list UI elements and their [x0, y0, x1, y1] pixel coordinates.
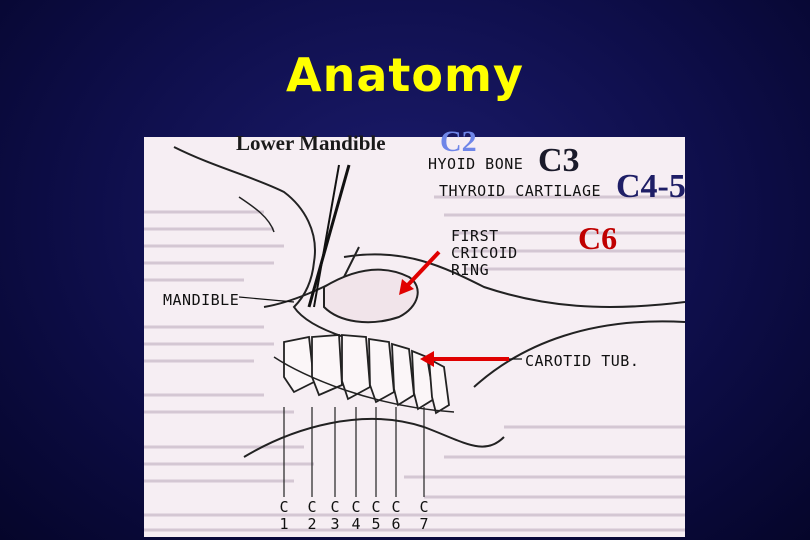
face-profile: [173, 146, 345, 338]
anatomy-figure: [144, 137, 685, 537]
slide-title: Anatomy: [286, 48, 524, 102]
cervical-level-c6: C 6: [388, 499, 404, 533]
thyroid-cartilage-label: THYROID CARTILAGE: [439, 182, 602, 200]
cervical-letter: C: [307, 498, 317, 516]
cervical-letter: C: [279, 498, 289, 516]
pointer-arrows: [399, 250, 509, 367]
level-guide-lines: [283, 407, 425, 497]
cervical-letter: C: [419, 498, 429, 516]
cervical-number: 1: [279, 515, 289, 533]
background-text-lines: [144, 195, 685, 532]
cervical-letter: C: [351, 498, 361, 516]
cervical-number: 3: [330, 515, 340, 533]
cervical-number: 6: [391, 515, 401, 533]
first-cricoid-ring-label: FIRST CRICOID RING: [451, 227, 518, 279]
cervical-level-c3: C 3: [327, 499, 343, 533]
cervical-number: 2: [307, 515, 317, 533]
cervical-level-c2: C 2: [304, 499, 320, 533]
cervical-number: 7: [419, 515, 429, 533]
cervical-number: 5: [371, 515, 381, 533]
c3-label: C3: [538, 142, 580, 179]
carotid-tubercle-label: CAROTID TUB.: [525, 352, 640, 370]
cervical-letter: C: [330, 498, 340, 516]
c2-label: C2: [440, 125, 477, 158]
hyoid-bone-label: HYOID BONE: [428, 155, 524, 173]
thyroid-cartilage-shape: [323, 268, 419, 324]
neck-anatomy-illustration: [144, 146, 685, 532]
cervical-level-c5: C 5: [368, 499, 384, 533]
cervical-vertebrae: [283, 334, 450, 415]
mandible-label: MANDIBLE: [163, 291, 240, 309]
cervical-level-c4: C 4: [348, 499, 364, 533]
c6-label: C6: [578, 220, 618, 256]
c4-5-label: C4-5: [616, 168, 686, 205]
cervical-letter: C: [371, 498, 381, 516]
cervical-level-c1: C 1: [276, 499, 292, 533]
cervical-level-c7: C 7: [416, 499, 432, 533]
cervical-number: 4: [351, 515, 361, 533]
lower-mandible-label: Lower Mandible: [236, 131, 386, 155]
neck-back-outline: [243, 417, 505, 458]
cervical-letter: C: [391, 498, 401, 516]
neck-front-outline: [343, 253, 685, 308]
